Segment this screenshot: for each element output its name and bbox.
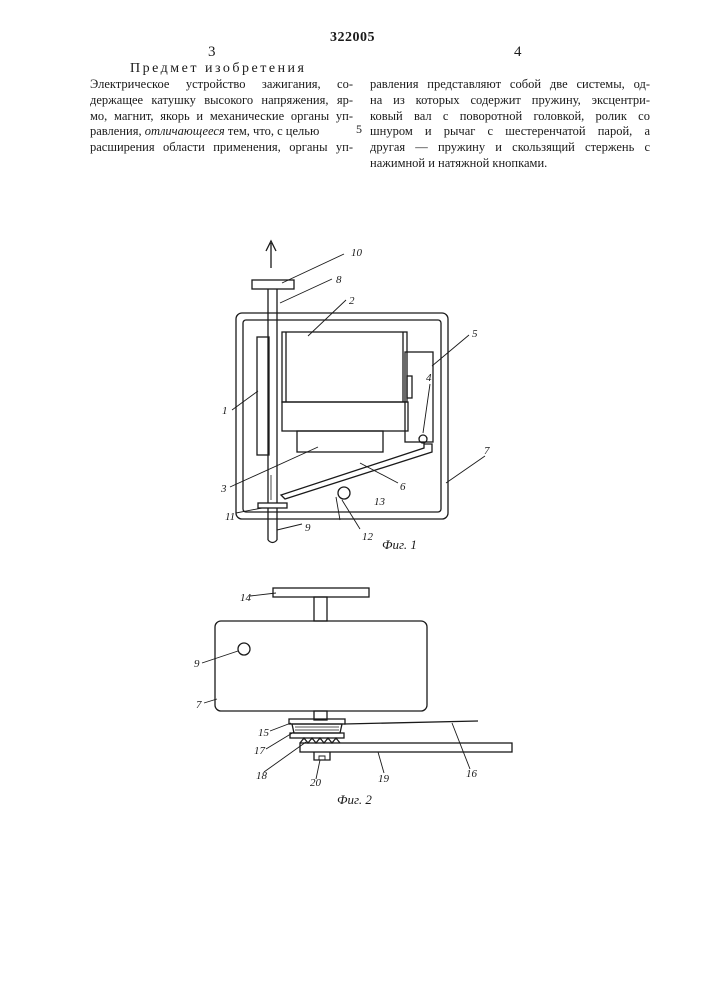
part-label: 13 — [374, 496, 386, 508]
leader-line — [446, 456, 485, 483]
washer — [258, 503, 287, 508]
leader-line — [342, 500, 360, 529]
figure-2-caption: Фиг. 2 — [337, 792, 372, 808]
part-label: 9 — [305, 522, 311, 534]
leader-line — [270, 723, 291, 731]
roller — [338, 487, 350, 499]
part-label: 18 — [256, 770, 268, 782]
part-label: 6 — [400, 481, 406, 493]
leader-line — [452, 723, 470, 769]
figure-1-caption: Фиг. 1 — [382, 537, 417, 553]
figure-1 — [230, 241, 485, 543]
part-label: 8 — [336, 274, 342, 286]
stem-end — [268, 540, 277, 543]
armature-block — [282, 402, 408, 431]
part-label: 7 — [484, 445, 490, 457]
leader-line — [336, 497, 340, 520]
leader-line — [378, 752, 384, 773]
part-label: 5 — [472, 328, 478, 340]
stem-hole — [238, 643, 250, 655]
part-label: 15 — [258, 727, 270, 739]
handle-shaft — [314, 597, 327, 621]
part-label: 4 — [426, 372, 432, 384]
part-label: 16 — [466, 768, 478, 780]
part-label: 17 — [254, 745, 266, 757]
leader-line — [277, 524, 302, 530]
part-label: 20 — [310, 777, 322, 789]
armature — [297, 431, 383, 452]
part-label: 14 — [240, 592, 252, 604]
push-button — [252, 280, 294, 289]
part-label: 7 — [196, 699, 202, 711]
part-label: 3 — [220, 483, 227, 495]
leader-line — [432, 335, 469, 366]
leader-line — [250, 593, 276, 596]
part-label: 2 — [349, 295, 355, 307]
part-label: 9 — [194, 658, 200, 670]
leader-line — [423, 384, 430, 433]
part-label: 12 — [362, 531, 374, 543]
leader-line — [308, 300, 346, 336]
figure-2 — [202, 588, 512, 779]
magnet-pole — [407, 376, 412, 398]
yoke — [257, 337, 269, 455]
leader-line — [266, 732, 294, 749]
part-label: 10 — [351, 247, 363, 259]
part-label: 11 — [225, 511, 235, 523]
part-label: 1 — [222, 405, 228, 417]
leader-line — [282, 254, 344, 283]
roller-drum — [292, 724, 342, 733]
housing-side-view — [215, 621, 427, 711]
lever-bar — [300, 743, 512, 752]
part-label: 19 — [378, 773, 390, 785]
housing-inner — [243, 320, 441, 512]
magnet — [405, 352, 433, 442]
coil — [282, 332, 407, 402]
handle — [273, 588, 369, 597]
figure-1-labels: 10 8 2 5 4 1 7 3 6 13 11 9 12 — [220, 247, 490, 543]
cord — [344, 721, 478, 724]
leader-line — [202, 651, 238, 663]
